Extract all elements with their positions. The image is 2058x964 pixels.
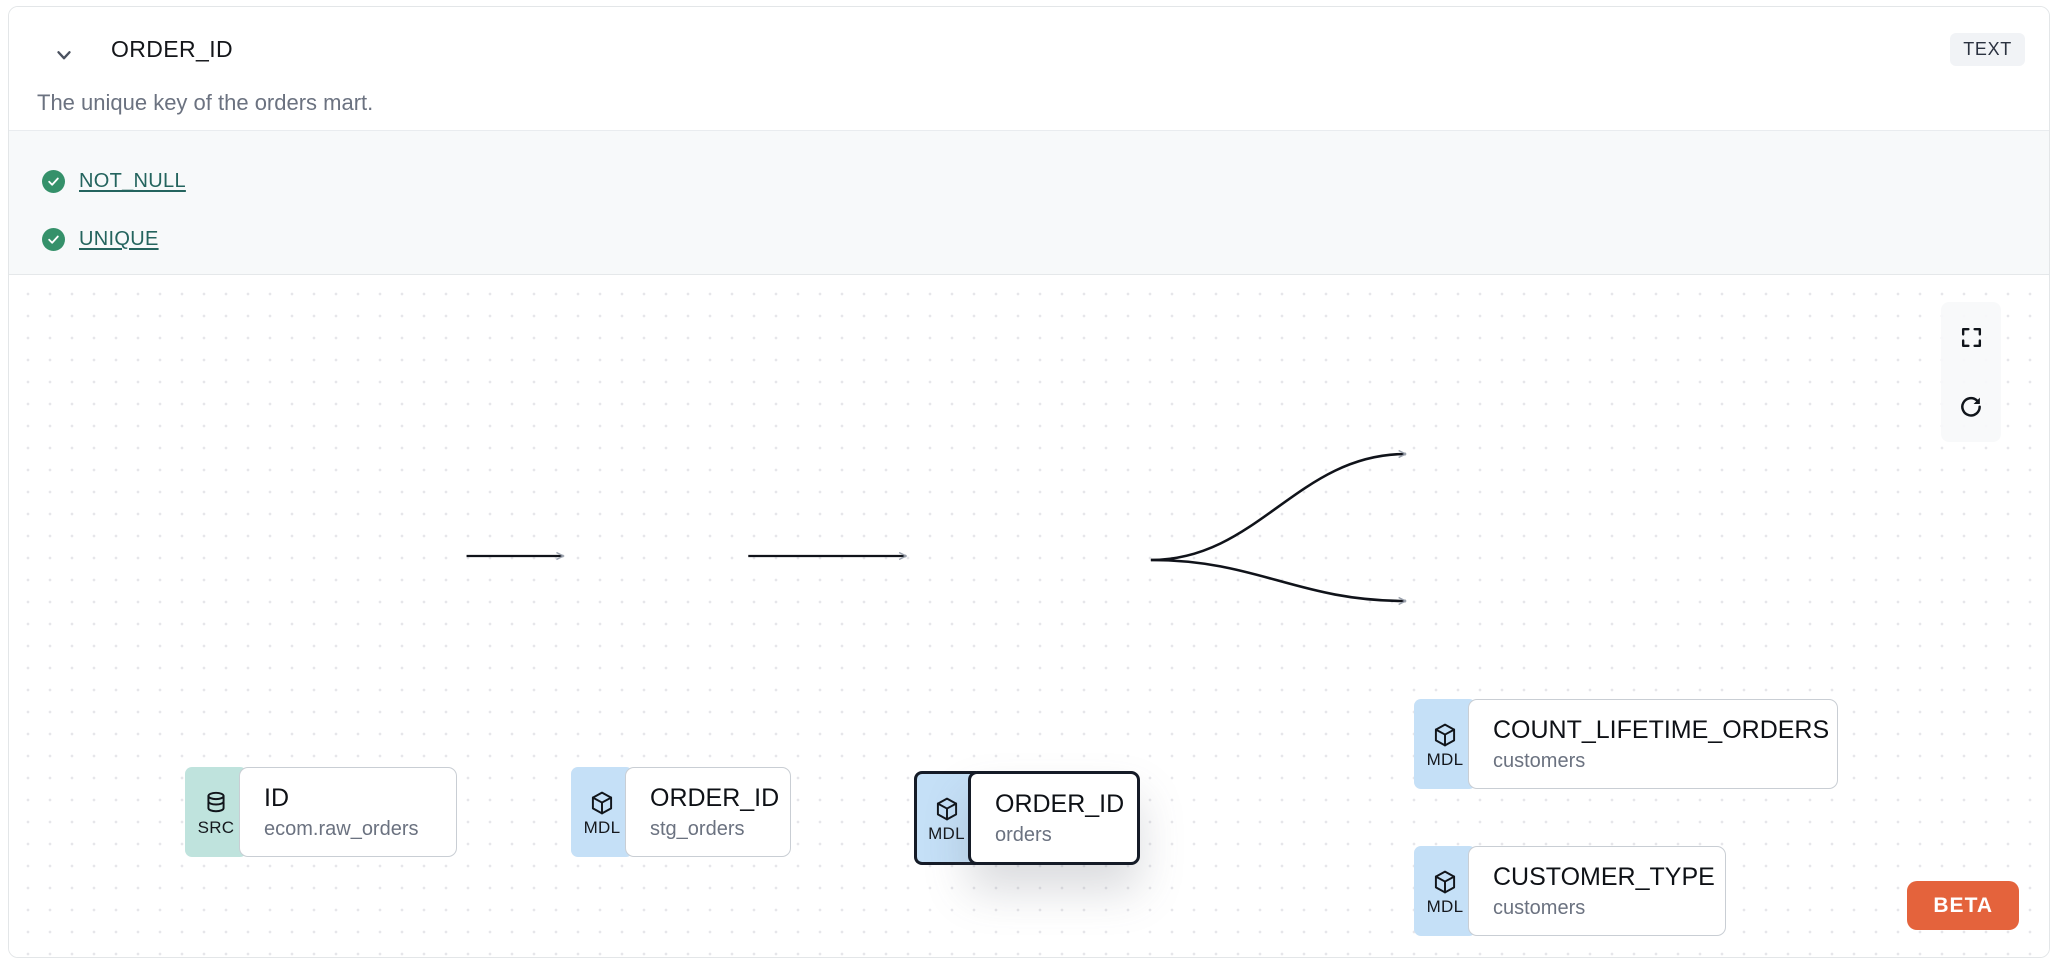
node-source: orders xyxy=(995,824,1052,846)
canvas-controls xyxy=(1941,302,2001,442)
node-badge-label: SRC xyxy=(197,818,235,837)
column-detail-card: ORDER_ID TEXT The unique key of the orde… xyxy=(8,6,2050,958)
node-name: ORDER_ID xyxy=(650,784,780,812)
lineage-node-orders-order-id[interactable]: MDL ORDER_ID orders xyxy=(914,771,1140,865)
node-badge-mdl: MDL xyxy=(571,767,633,857)
node-body: ORDER_ID orders xyxy=(968,771,1140,865)
lineage-node-src-id[interactable]: SRC ID ecom.raw_orders xyxy=(185,767,457,857)
test-item-unique[interactable]: UNIQUE xyxy=(42,228,159,251)
check-circle-icon xyxy=(42,228,65,251)
node-name: ID xyxy=(264,784,289,812)
node-badge-src: SRC xyxy=(185,767,247,857)
page-title: ORDER_ID xyxy=(111,36,234,62)
lineage-node-stg-order-id[interactable]: MDL ORDER_ID stg_orders xyxy=(571,767,791,857)
chevron-down-icon[interactable] xyxy=(47,38,81,72)
node-source: ecom.raw_orders xyxy=(264,818,419,840)
lineage-node-count-lifetime-orders[interactable]: MDL COUNT_LIFETIME_ORDERS customers xyxy=(1414,699,1838,789)
lineage-canvas[interactable]: SRC ID ecom.raw_orders MDL ORDER_ID stg_… xyxy=(9,275,2049,957)
edge-orders-to-count xyxy=(1150,454,1406,562)
cube-icon xyxy=(936,797,957,821)
node-name: COUNT_LIFETIME_ORDERS xyxy=(1493,716,1830,744)
reset-button[interactable] xyxy=(1941,372,2001,442)
tests-section: NOT_NULL UNIQUE xyxy=(9,130,2049,275)
beta-badge[interactable]: BETA xyxy=(1907,881,2019,930)
node-badge-label: MDL xyxy=(928,824,965,843)
edge-orders-to-customer-type xyxy=(1150,558,1406,601)
fullscreen-icon xyxy=(1961,327,1981,347)
node-badge-mdl: MDL xyxy=(914,771,976,865)
node-body: ID ecom.raw_orders xyxy=(239,767,457,857)
database-icon xyxy=(207,791,225,813)
cube-icon xyxy=(1434,723,1456,747)
node-name: CUSTOMER_TYPE xyxy=(1493,863,1715,891)
cube-icon xyxy=(1434,870,1456,894)
node-body: CUSTOMER_TYPE customers xyxy=(1468,846,1726,936)
column-description: The unique key of the orders mart. xyxy=(37,90,374,115)
node-badge-label: MDL xyxy=(1426,750,1464,769)
refresh-icon xyxy=(1961,396,1981,417)
check-circle-icon xyxy=(42,170,65,193)
node-body: ORDER_ID stg_orders xyxy=(625,767,791,857)
test-item-not-null[interactable]: NOT_NULL xyxy=(42,170,186,193)
node-source: customers xyxy=(1493,897,1586,919)
node-source: stg_orders xyxy=(650,818,745,840)
data-type-badge: TEXT xyxy=(1950,33,2025,66)
node-source: customers xyxy=(1493,750,1586,772)
node-name: ORDER_ID xyxy=(995,790,1125,818)
lineage-node-customer-type[interactable]: MDL CUSTOMER_TYPE customers xyxy=(1414,846,1726,936)
node-body: COUNT_LIFETIME_ORDERS customers xyxy=(1468,699,1838,789)
node-badge-mdl: MDL xyxy=(1414,699,1476,789)
node-badge-mdl: MDL xyxy=(1414,846,1476,936)
test-label: NOT_NULL xyxy=(79,170,186,192)
node-badge-label: MDL xyxy=(1426,897,1464,916)
node-badge-label: MDL xyxy=(583,818,621,837)
test-label: UNIQUE xyxy=(79,228,159,250)
fit-view-button[interactable] xyxy=(1941,302,2001,372)
cube-icon xyxy=(591,791,613,815)
card-header: ORDER_ID TEXT The unique key of the orde… xyxy=(9,7,2049,130)
